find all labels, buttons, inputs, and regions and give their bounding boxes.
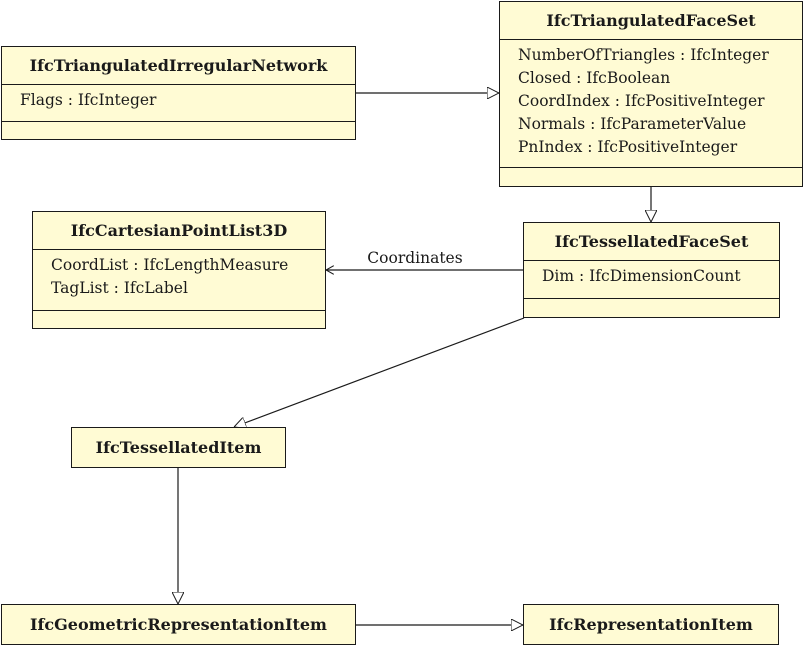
class-ifc-triangulated-irregular-network[interactable]: IfcTriangulatedIrregularNetwork Flags : … — [1, 46, 356, 140]
attribute: NumberOfTriangles : IfcInteger — [518, 46, 769, 64]
class-ifc-cartesian-point-list-3d[interactable]: IfcCartesianPointList3D CoordList : IfcL… — [32, 211, 326, 329]
attribute-compartment: Flags : IfcInteger — [2, 85, 355, 122]
class-ifc-representation-item[interactable]: IfcRepresentationItem — [523, 604, 779, 645]
generalization-tessellated-face-set-to-tessellated-item — [234, 317, 525, 427]
attribute: TagList : IfcLabel — [51, 279, 188, 297]
class-name: IfcCartesianPointList3D — [33, 212, 325, 250]
class-ifc-tessellated-face-set[interactable]: IfcTessellatedFaceSet Dim : IfcDimension… — [523, 222, 780, 318]
attribute-compartment: CoordList : IfcLengthMeasure TagList : I… — [33, 250, 325, 311]
class-ifc-triangulated-face-set[interactable]: IfcTriangulatedFaceSet NumberOfTriangles… — [499, 1, 803, 187]
attribute: Flags : IfcInteger — [20, 91, 157, 109]
attribute-compartment: Dim : IfcDimensionCount — [524, 261, 779, 299]
attribute: PnIndex : IfcPositiveInteger — [518, 138, 738, 156]
class-name: IfcTessellatedItem — [95, 438, 262, 457]
attribute: Dim : IfcDimensionCount — [542, 267, 741, 285]
class-ifc-tessellated-item[interactable]: IfcTessellatedItem — [71, 427, 286, 468]
attribute: CoordIndex : IfcPositiveInteger — [518, 92, 765, 110]
class-name: IfcGeometricRepresentationItem — [30, 615, 327, 634]
class-name: IfcTriangulatedIrregularNetwork — [2, 47, 355, 85]
class-name: IfcTriangulatedFaceSet — [500, 2, 802, 40]
class-ifc-geometric-representation-item[interactable]: IfcGeometricRepresentationItem — [1, 604, 356, 645]
attribute: CoordList : IfcLengthMeasure — [51, 256, 289, 274]
coordinates-label: Coordinates — [367, 249, 462, 267]
attribute: Normals : IfcParameterValue — [518, 115, 747, 133]
attribute-compartment: NumberOfTriangles : IfcInteger Closed : … — [500, 40, 802, 168]
class-name: IfcRepresentationItem — [549, 615, 753, 634]
attribute: Closed : IfcBoolean — [518, 69, 671, 87]
class-name: IfcTessellatedFaceSet — [524, 223, 779, 261]
